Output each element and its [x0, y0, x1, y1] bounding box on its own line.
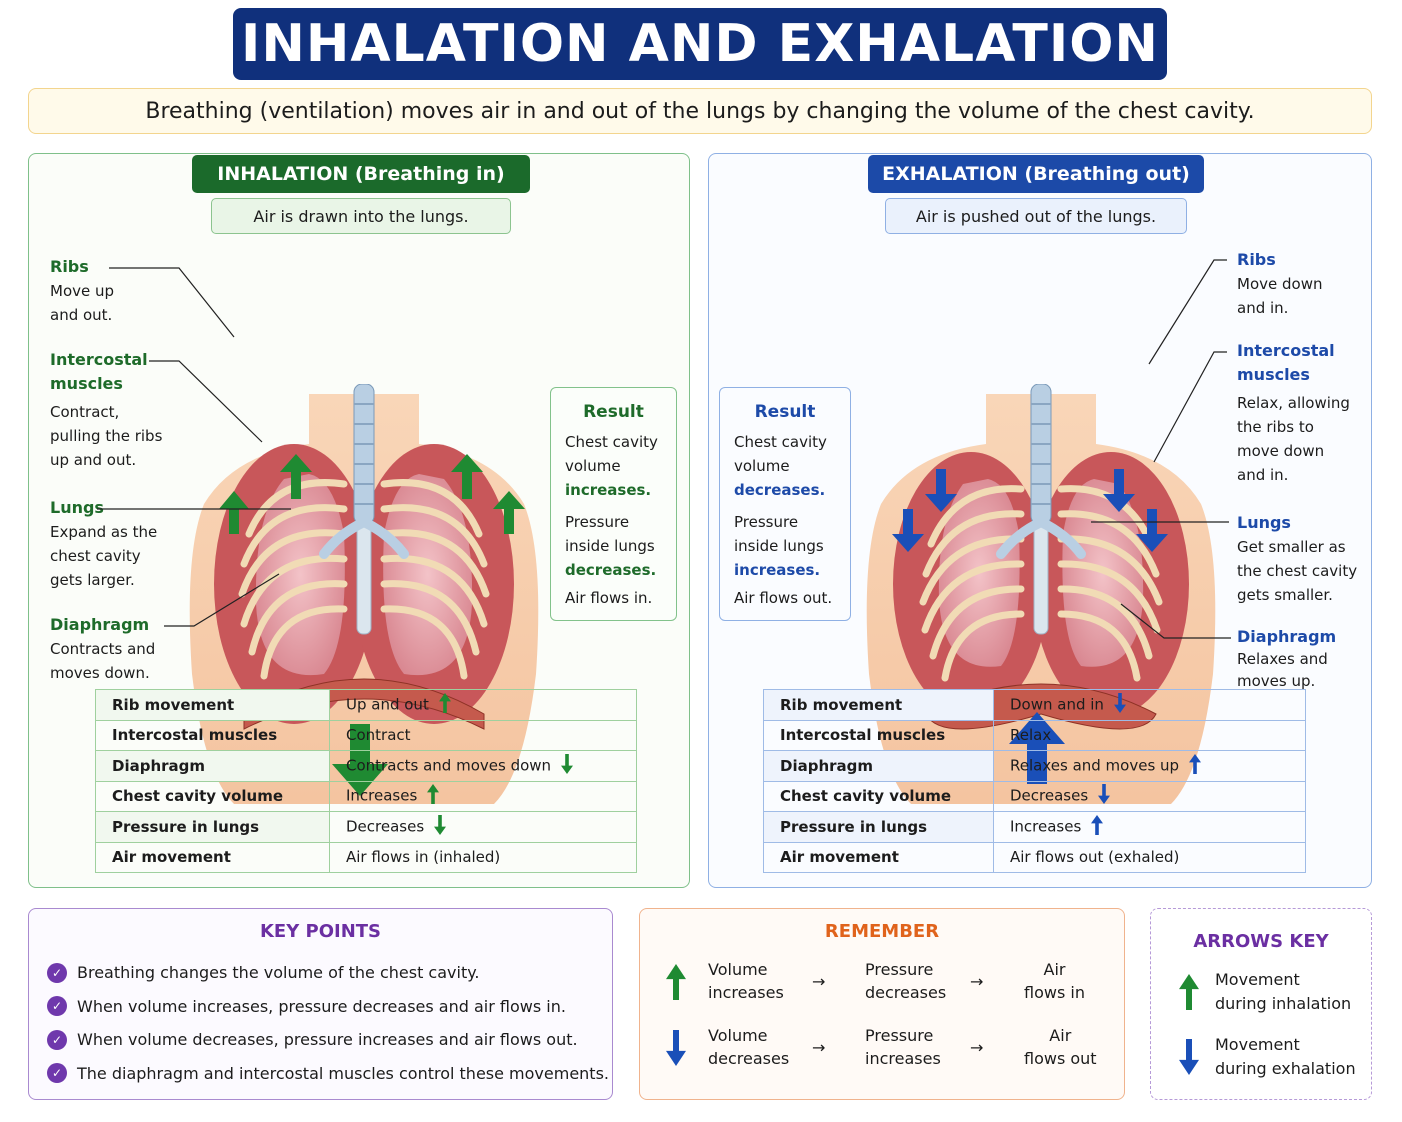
ann-lungs: Lungs Get smaller as the chest cavity ge… [1237, 513, 1358, 604]
list-item: ✓When volume increases, pressure decreas… [47, 990, 612, 1024]
key-points-heading: KEY POINTS [259, 921, 382, 942]
arrow-up-icon [666, 964, 686, 1006]
arrow-down-icon [1113, 692, 1126, 717]
check-icon: ✓ [47, 962, 67, 983]
ann-ribs: Ribs Move down and in. [1237, 250, 1323, 317]
arrow-up-icon [1189, 753, 1202, 778]
ann-diaphragm: Diaphragm Relaxes and moves up. [1237, 627, 1337, 690]
right-arrow-icon: → [812, 1038, 826, 1057]
exhalation-result-box: Result Chest cavity volume decreases. Pr… [719, 387, 851, 621]
arrow-down-icon [1098, 784, 1111, 808]
arrow-up-icon [438, 692, 451, 717]
inhalation-heading: INHALATION (Breathing in) [192, 155, 530, 193]
right-arrow-icon: → [970, 972, 984, 991]
ann-ribs: Ribs Move up and out. [50, 257, 115, 324]
arrow-up-icon [1091, 814, 1104, 839]
check-icon: ✓ [47, 1063, 67, 1084]
exhalation-heading: EXHALATION (Breathing out) [868, 155, 1204, 193]
ann-lungs: Lungs Expand as the chest cavity gets la… [50, 498, 158, 589]
exhalation-subtitle: Air is pushed out of the lungs. [885, 198, 1187, 234]
arrow-down-icon [1179, 1039, 1199, 1082]
check-icon: ✓ [47, 996, 67, 1017]
check-icon: ✓ [47, 1029, 67, 1050]
exhalation-panel: EXHALATION (Breathing out) Air is pushed… [708, 153, 1372, 888]
arrow-down-icon [434, 814, 447, 839]
arrows-key-heading: ARROWS KEY [1193, 931, 1329, 952]
arrow-down-icon [561, 753, 574, 778]
inhalation-result-box: Result Chest cavity volume increases. Pr… [550, 387, 677, 621]
remember-heading: REMEMBER [824, 921, 940, 942]
ann-intercostal: Intercostal muscles Relax, allowing the … [1237, 341, 1350, 484]
inhalation-subtitle: Air is drawn into the lungs. [211, 198, 511, 234]
arrow-up-icon [1179, 974, 1199, 1017]
inhalation-panel: INHALATION (Breathing in) Air is drawn i… [28, 153, 690, 888]
right-arrow-icon: → [970, 1038, 984, 1057]
intro-banner: Breathing (ventilation) moves air in and… [28, 88, 1372, 134]
list-item: ✓Breathing changes the volume of the che… [47, 956, 612, 990]
ann-diaphragm: Diaphragm Contracts and moves down. [50, 615, 156, 682]
ann-intercostal: Intercostal muscles Contract, pulling th… [50, 350, 163, 469]
key-points-box: KEY POINTS ✓Breathing changes the volume… [28, 908, 613, 1100]
arrow-down-icon [666, 1030, 686, 1072]
arrow-up-icon [427, 784, 440, 808]
list-item: ✓The diaphragm and intercostal muscles c… [47, 1057, 612, 1091]
page-title: INHALATION AND EXHALATION [233, 8, 1167, 80]
list-item: ✓When volume decreases, pressure increas… [47, 1023, 612, 1057]
right-arrow-icon: → [812, 972, 826, 991]
